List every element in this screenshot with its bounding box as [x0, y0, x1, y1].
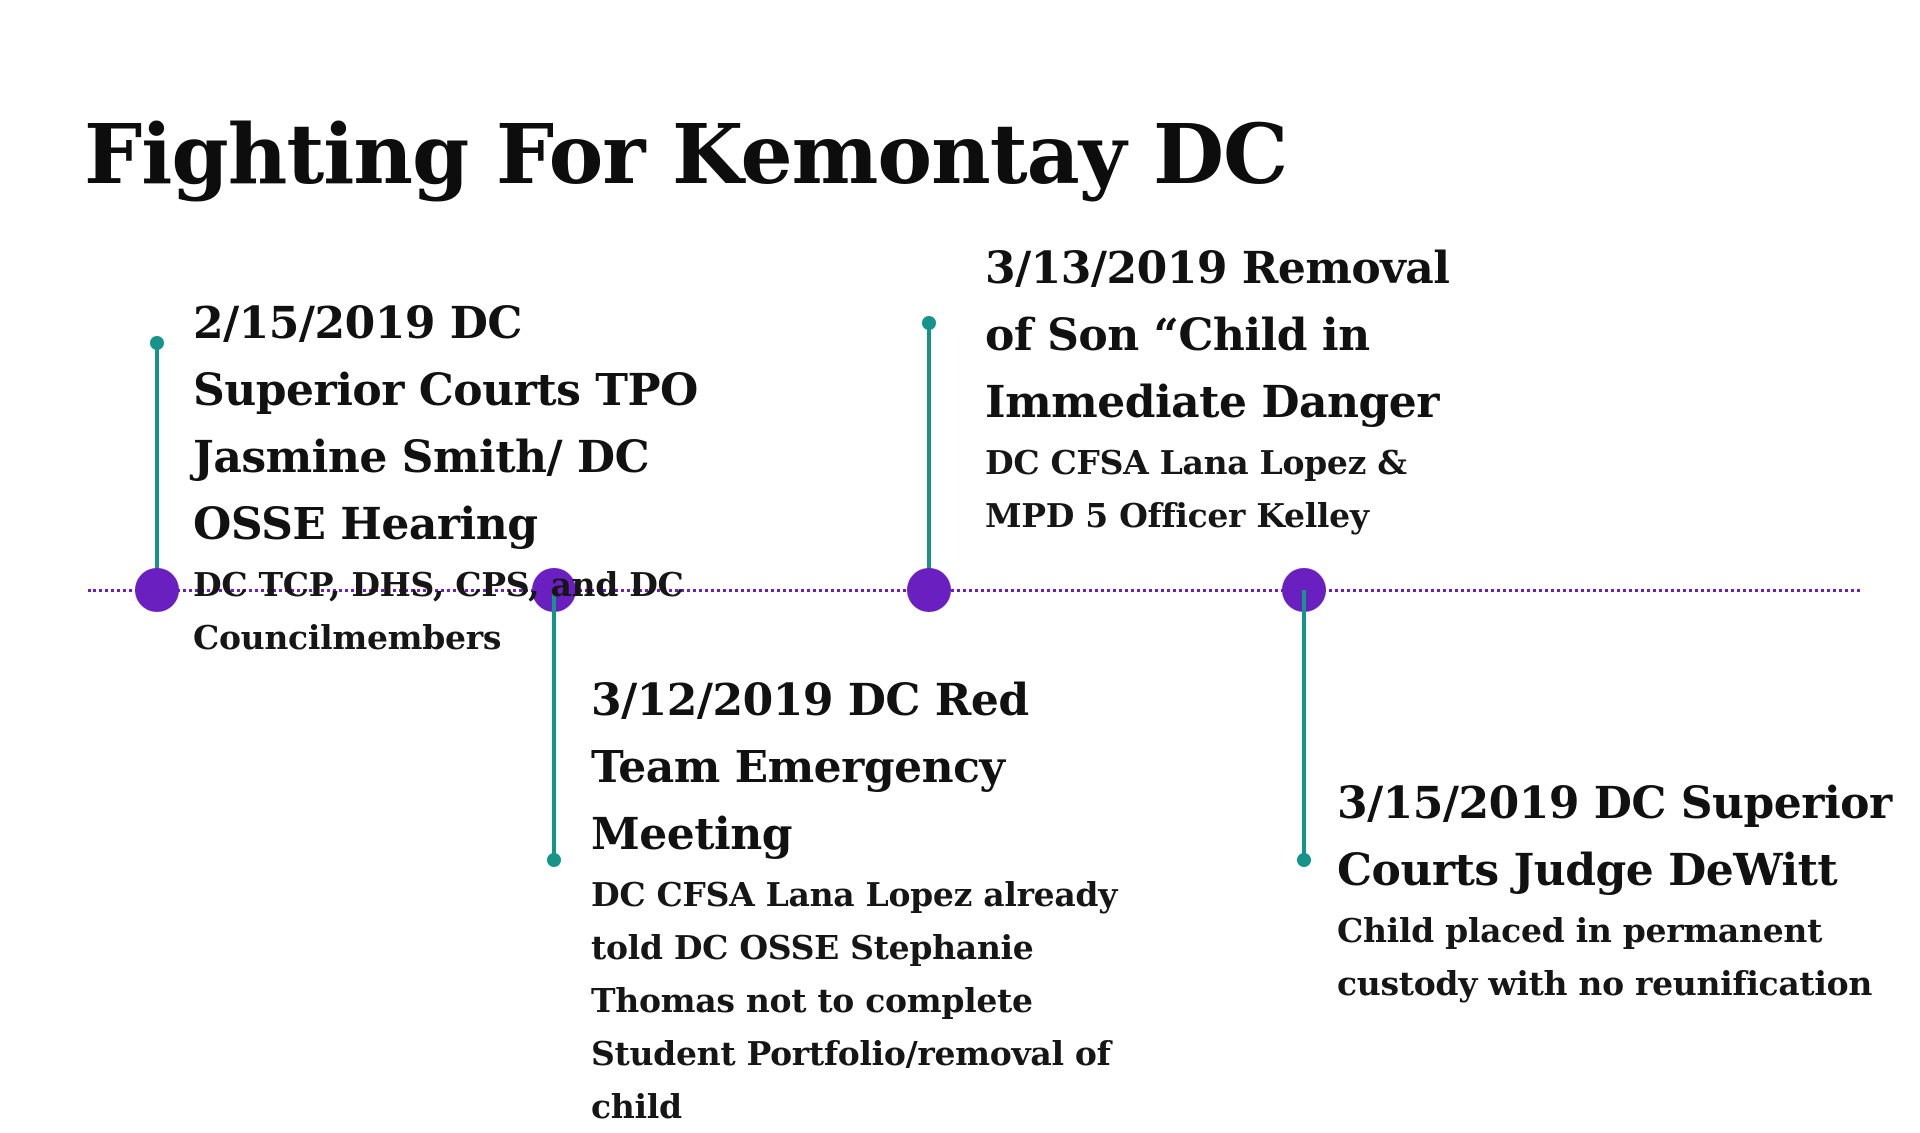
connector-cap [547, 853, 561, 867]
timeline-event: 2/15/2019 DC Superior Courts TPO Jasmine… [193, 290, 713, 664]
event-description: DC TCP, DHS, CPS, and DC Councilmembers [193, 565, 684, 657]
connector-line [155, 343, 159, 589]
timeline-node [135, 568, 179, 612]
event-title: 3/13/2019 Removal of Son “Child in Immed… [985, 243, 1450, 428]
connector-line [927, 323, 931, 589]
timeline-event: 3/13/2019 Removal of Son “Child in Immed… [985, 235, 1505, 542]
event-description: DC CFSA Lana Lopez already told DC OSSE … [591, 875, 1118, 1126]
connector-line [1302, 590, 1306, 860]
page-title: Fighting For Kemontay DC [84, 107, 1288, 203]
event-title: 3/12/2019 DC Red Team Emergency Meeting [591, 675, 1029, 860]
timeline-axis [88, 589, 1860, 592]
timeline-event: 3/12/2019 DC Red Team Emergency Meeting … [591, 667, 1151, 1133]
event-description: DC CFSA Lana Lopez & MPD 5 Officer Kelle… [985, 443, 1407, 535]
timeline-node [907, 568, 951, 612]
connector-cap [1297, 853, 1311, 867]
connector-line [552, 590, 556, 860]
event-title: 3/15/2019 DC Superior Courts Judge DeWit… [1337, 778, 1892, 896]
event-title: 2/15/2019 DC Superior Courts TPO Jasmine… [193, 298, 698, 550]
timeline-event: 3/15/2019 DC Superior Courts Judge DeWit… [1337, 770, 1897, 1010]
event-description: Child placed in permanent custody with n… [1337, 911, 1873, 1003]
